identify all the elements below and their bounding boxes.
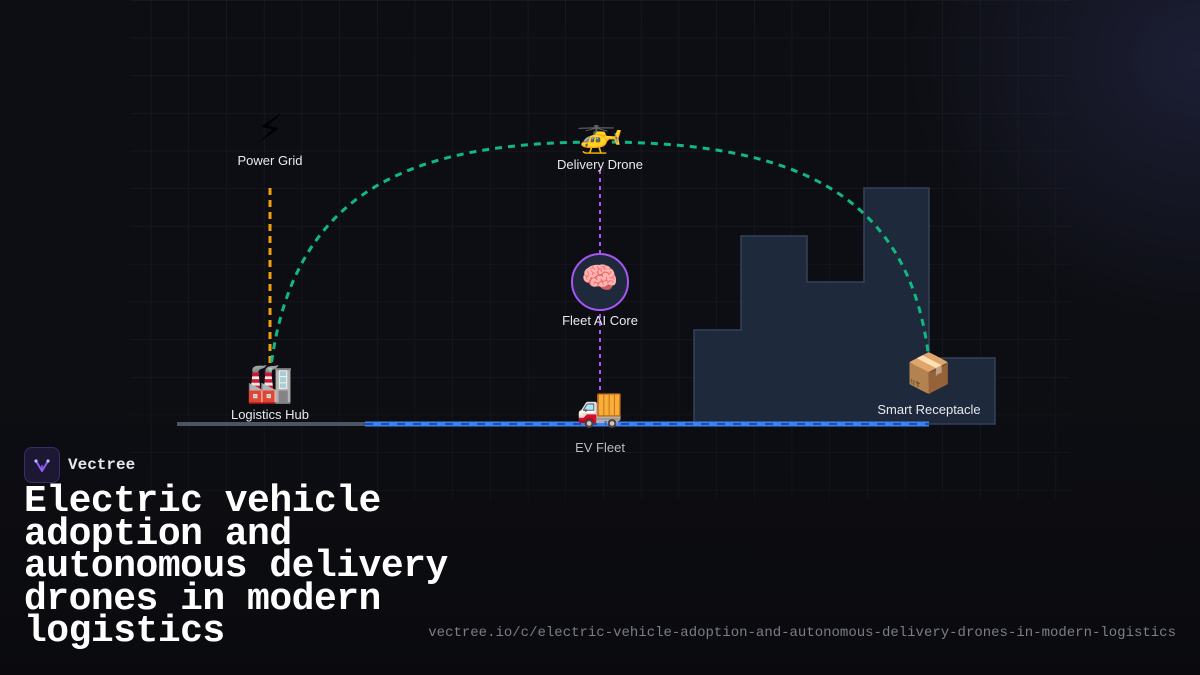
logistics-hub-label: Logistics Hub	[230, 407, 310, 422]
brand: Vectree	[24, 447, 135, 483]
city-buildings	[693, 187, 996, 425]
package-icon: 📦	[905, 351, 953, 395]
lightning-icon: ⚡	[256, 107, 284, 151]
page-url[interactable]: vectree.io/c/electric-vehicle-adoption-a…	[428, 625, 1176, 641]
vectree-logo-icon	[24, 447, 60, 483]
drone-flight-path	[268, 140, 931, 376]
brain-icon: 🧠	[581, 261, 619, 296]
fleet-ai-core-ring	[571, 253, 629, 311]
power-grid-label: Power Grid	[237, 153, 303, 168]
helicopter-icon: 🚁	[576, 111, 624, 155]
ev-fleet-label: EV Fleet	[575, 440, 625, 455]
brand-name: Vectree	[68, 456, 136, 474]
factory-icon: 🏭	[246, 361, 294, 405]
fleet-ai-core-label: Fleet AI Core	[562, 313, 638, 328]
page-title: Electric vehicle adoption and autonomous…	[24, 480, 448, 653]
smart-receptacle-label: Smart Receptacle	[877, 402, 981, 417]
truck-icon: 🚚	[576, 385, 624, 429]
delivery-drone-label: Delivery Drone	[557, 157, 643, 172]
